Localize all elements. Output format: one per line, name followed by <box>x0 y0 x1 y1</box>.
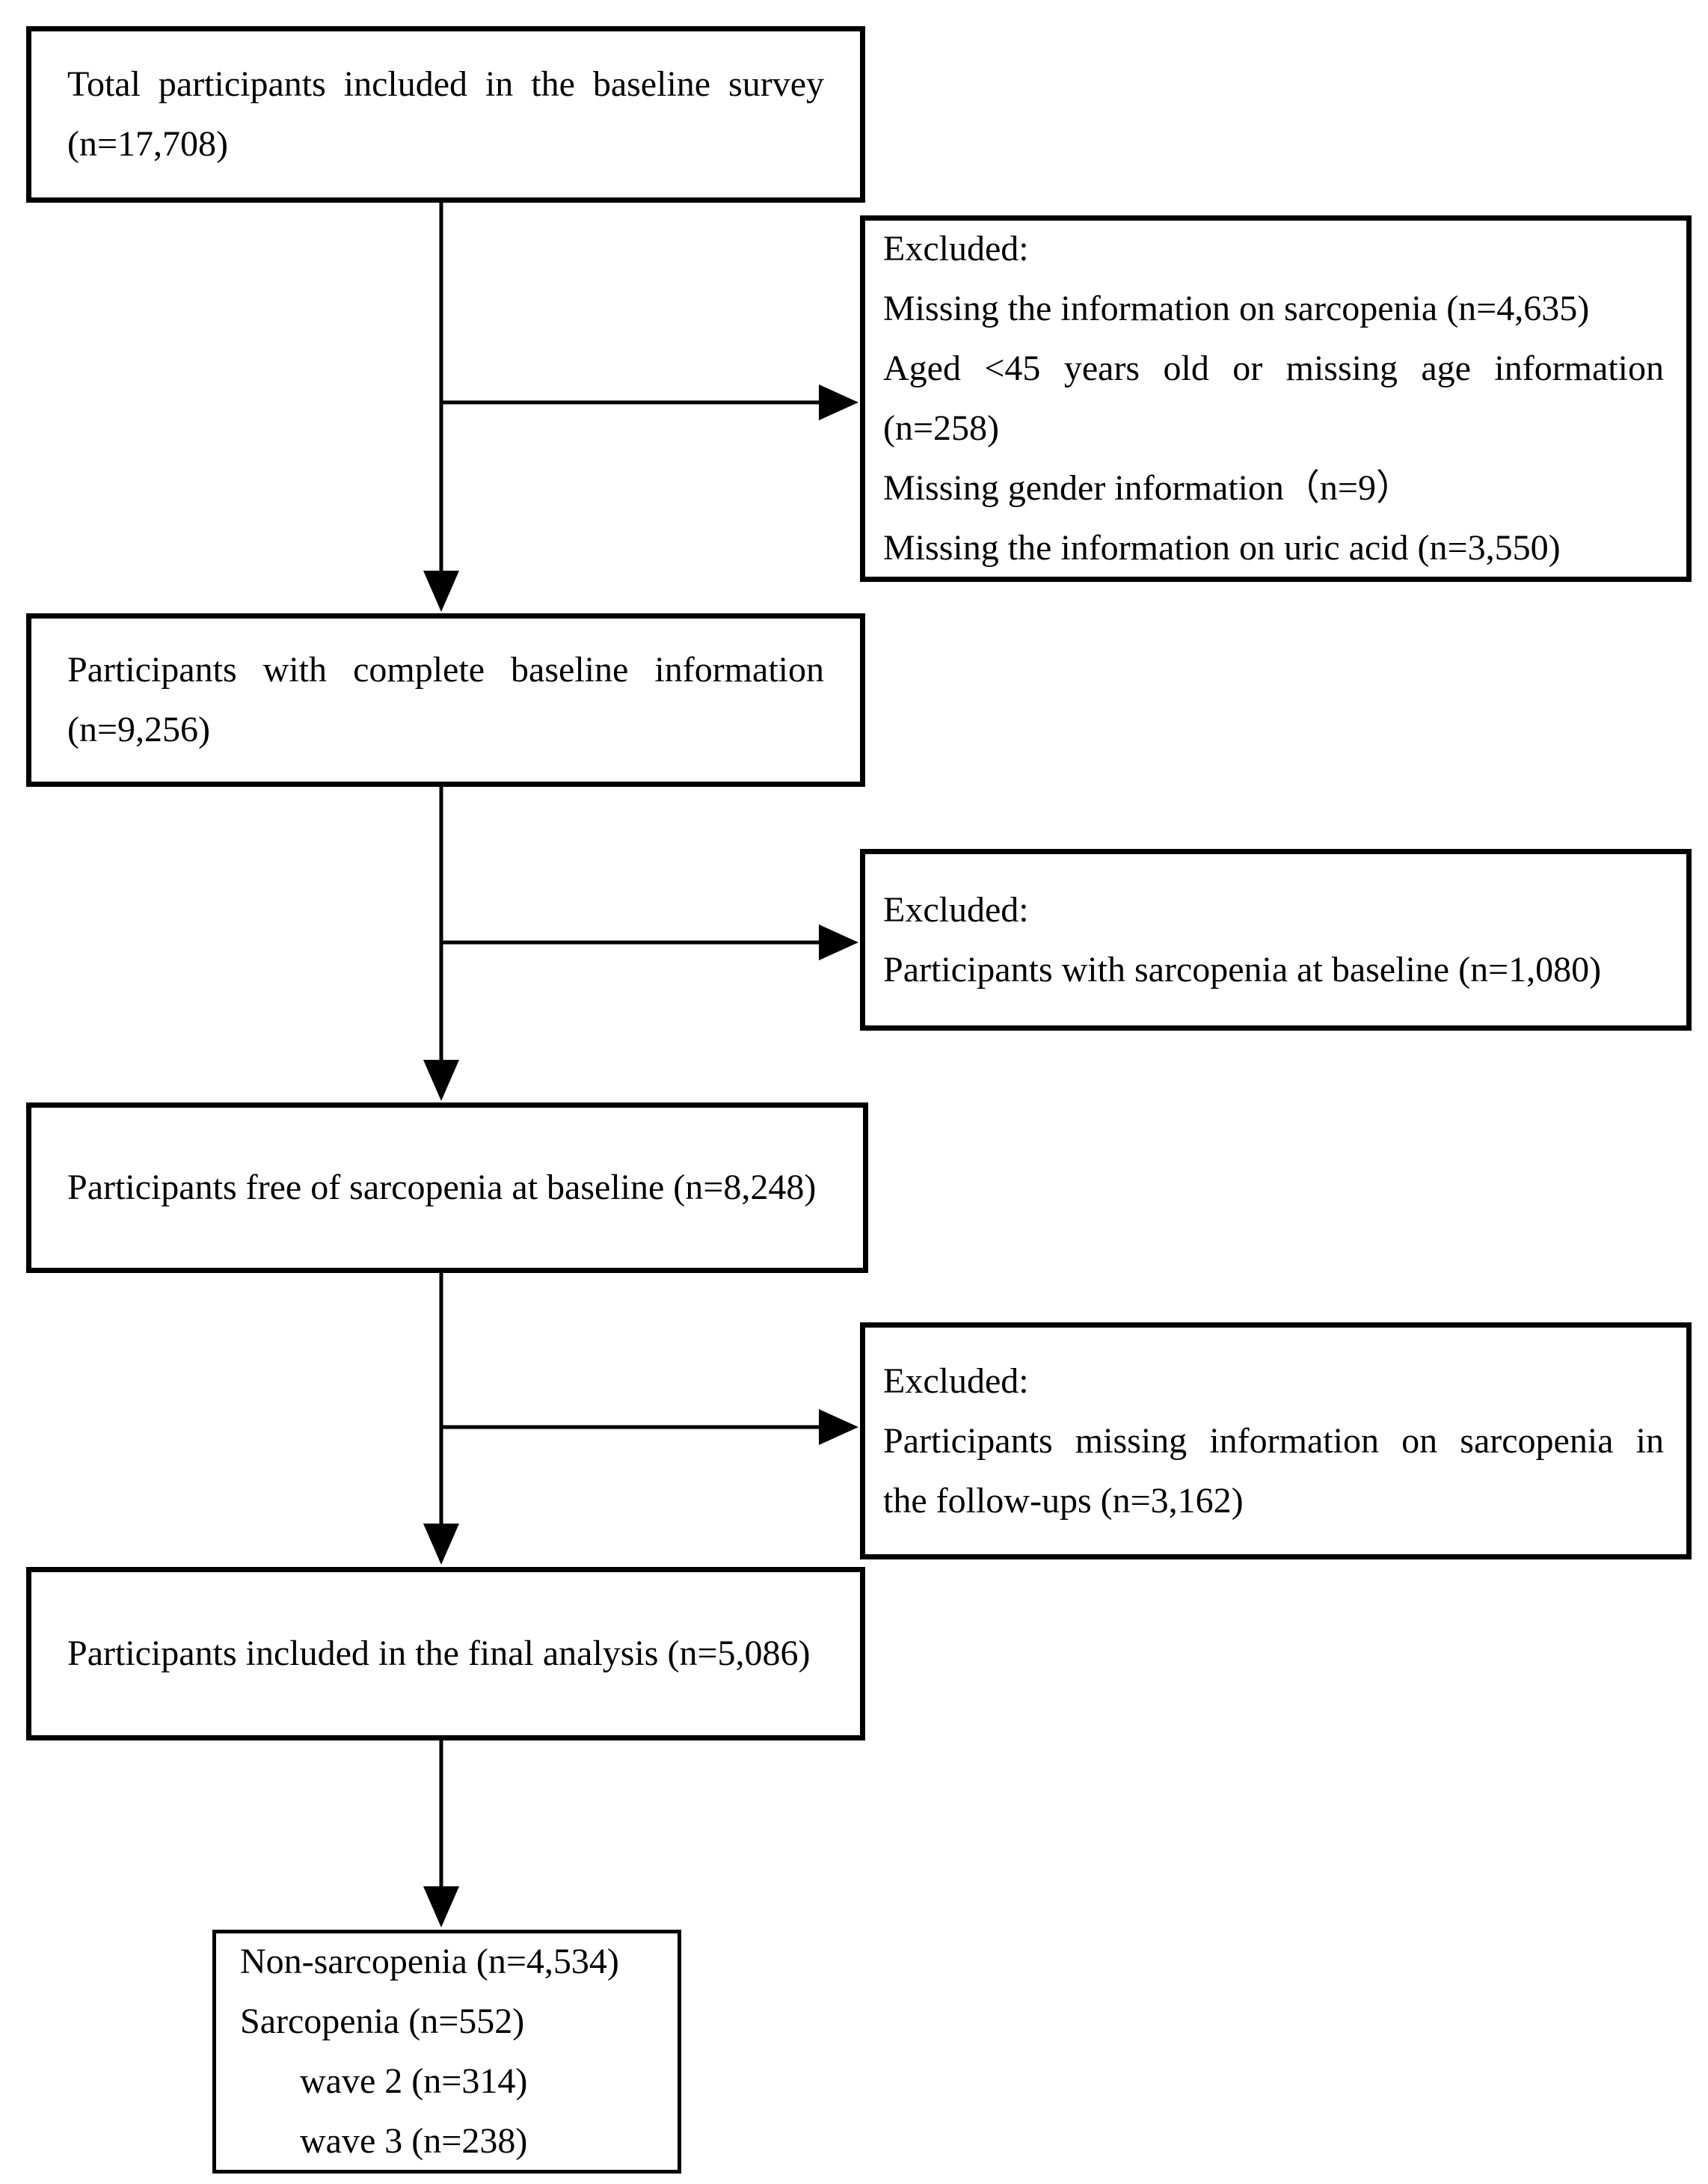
node-excluded-baseline: Excluded: Missing the information on sar… <box>860 215 1692 582</box>
node-line: the follow-ups (n=3,162) <box>883 1480 1244 1521</box>
node-line: (n=258) <box>883 408 1000 448</box>
node-line: Aged <45 years old or missing age inform… <box>883 349 1664 388</box>
node-excluded-followup: Excluded: Participants missing informati… <box>860 1322 1692 1559</box>
node-line: Missing the information on sarcopenia (n… <box>883 289 1590 328</box>
node-outcome: Non-sarcopenia (n=4,534) Sarcopenia (n=5… <box>212 1930 681 2174</box>
node-line: (n=9,256) <box>67 710 211 749</box>
arrowhead-right-1 <box>819 384 858 420</box>
arrowhead-down-4 <box>423 1886 459 1927</box>
node-line: Excluded: <box>883 229 1029 269</box>
node-line: wave 3 (n=238) <box>300 2121 528 2161</box>
node-line: Missing gender information（n=9） <box>883 468 1412 508</box>
node-line: (n=17,708) <box>67 124 229 164</box>
node-line: Sarcopenia (n=552) <box>240 2002 525 2041</box>
node-line: Missing the information on uric acid (n=… <box>883 528 1561 568</box>
node-free-of-sarcopenia: Participants free of sarcopenia at basel… <box>26 1102 868 1273</box>
node-complete-baseline: Participants with complete baseline info… <box>26 613 865 787</box>
node-line: wave 2 (n=314) <box>300 2061 528 2101</box>
node-line: Participants missing information on sarc… <box>883 1420 1664 1461</box>
node-baseline-survey: Total participants included in the basel… <box>26 26 865 203</box>
node-excluded-sarcopenia-baseline: Excluded: Participants with sarcopenia a… <box>860 849 1692 1031</box>
node-line: Participants with complete baseline info… <box>67 650 824 690</box>
arrowhead-right-3 <box>819 1409 858 1445</box>
node-line: Participants free of sarcopenia at basel… <box>67 1168 817 1207</box>
node-line: Excluded: <box>883 889 1029 930</box>
arrowhead-down-1 <box>423 571 459 612</box>
arrowhead-down-3 <box>423 1524 459 1565</box>
node-final-analysis: Participants included in the final analy… <box>26 1567 865 1740</box>
node-line: Excluded: <box>883 1361 1029 1401</box>
node-line: Non-sarcopenia (n=4,534) <box>240 1942 619 1981</box>
node-line: Total participants included in the basel… <box>67 64 824 104</box>
arrowhead-down-2 <box>423 1060 459 1101</box>
node-line: Participants included in the final analy… <box>67 1634 811 1673</box>
arrowhead-right-2 <box>819 924 858 960</box>
node-line: Participants with sarcopenia at baseline… <box>883 949 1602 990</box>
